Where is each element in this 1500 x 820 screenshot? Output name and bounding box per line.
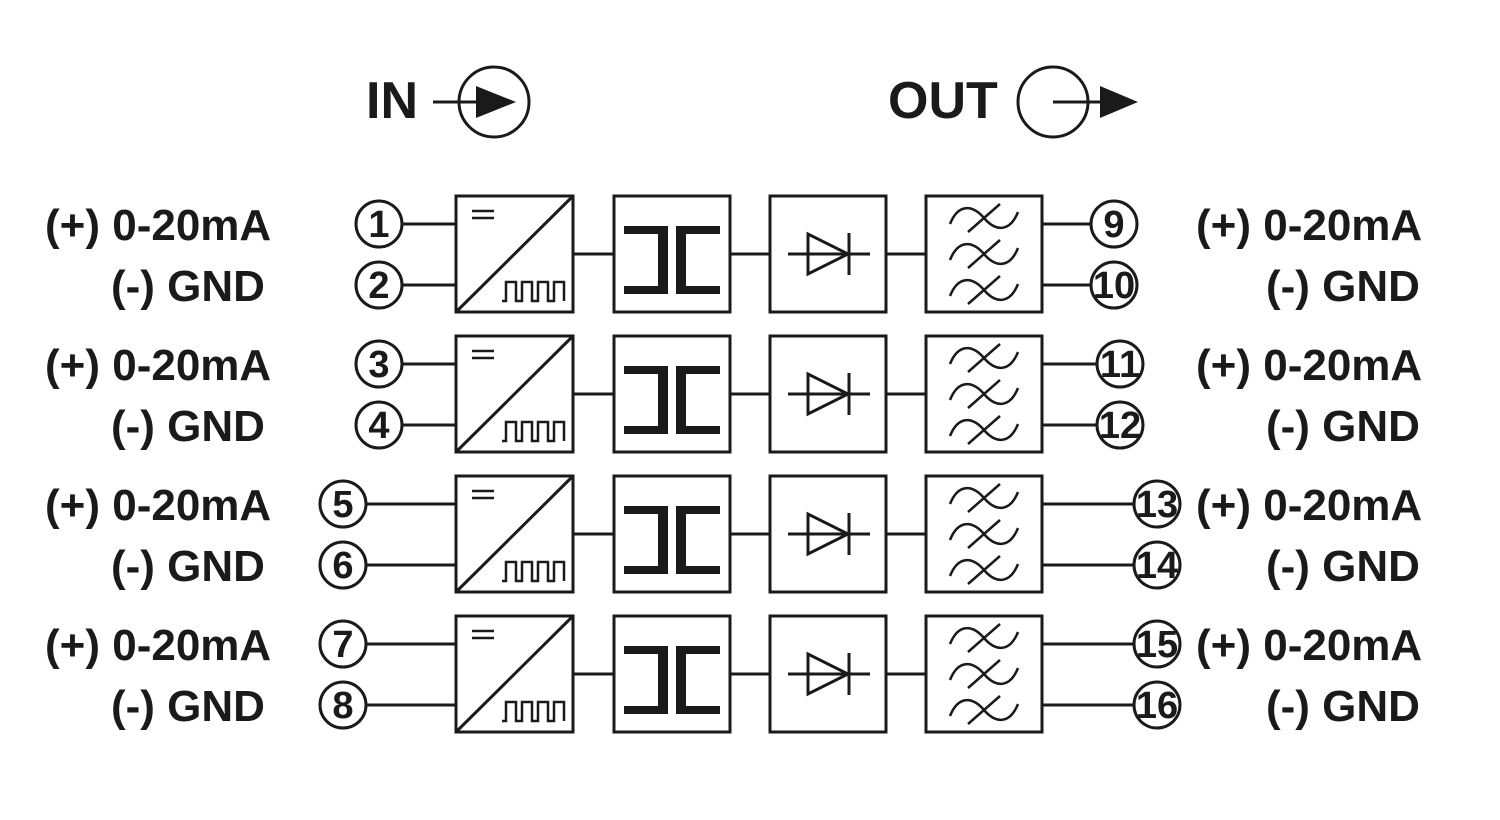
terminal-number: 6 [332, 545, 353, 587]
input-positive-label: (+) 0-20mA [45, 621, 271, 670]
input-header: IN [366, 65, 531, 139]
terminal-number: 16 [1136, 685, 1178, 727]
low-pass-filter-icon [924, 474, 1044, 594]
terminal-number: 2 [368, 265, 389, 307]
output-positive-label: (+) 0-20mA [1196, 341, 1422, 390]
terminal-number: 4 [368, 405, 389, 447]
in-label: IN [366, 72, 418, 130]
input-ground-label: (-) GND [111, 402, 265, 451]
output-terminal-positive: 9 [1089, 199, 1139, 249]
input-terminal-ground: 8 [318, 680, 368, 730]
output-terminal-positive: 15 [1132, 619, 1182, 669]
transformer-isolation-icon [612, 194, 732, 314]
channel-row: (+) 0-20mA (-) GND 5 6 13 14 (+) 0-20mA (-) GND [45, 474, 1422, 594]
input-positive-label: (+) 0-20mA [45, 201, 271, 250]
output-arrow-icon [1016, 65, 1138, 139]
transformer-isolation-icon [612, 334, 732, 454]
terminal-number: 14 [1136, 545, 1178, 587]
terminal-number: 11 [1100, 344, 1140, 386]
output-ground-label: (-) GND [1266, 682, 1420, 731]
terminal-number: 9 [1103, 204, 1124, 246]
output-terminal-ground: 16 [1132, 680, 1182, 730]
output-terminal-positive: 11 [1095, 339, 1145, 389]
terminal-number: 10 [1093, 265, 1135, 307]
low-pass-filter-icon [924, 194, 1044, 314]
input-ground-label: (-) GND [111, 682, 265, 731]
terminal-number: 7 [332, 624, 353, 666]
terminal-number: 1 [368, 204, 389, 246]
output-ground-label: (-) GND [1266, 402, 1420, 451]
input-terminal-positive: 1 [354, 199, 404, 249]
input-terminal-ground: 2 [354, 260, 404, 310]
terminal-number: 5 [332, 484, 353, 526]
dc-to-pulse-converter-icon [454, 194, 575, 314]
output-terminal-ground: 14 [1132, 540, 1182, 590]
dc-to-pulse-converter-icon [454, 614, 575, 734]
terminal-number: 3 [368, 344, 389, 386]
output-positive-label: (+) 0-20mA [1196, 621, 1422, 670]
rectifier-diode-icon [768, 334, 888, 454]
output-positive-label: (+) 0-20mA [1196, 481, 1422, 530]
input-terminal-positive: 3 [354, 339, 404, 389]
low-pass-filter-icon [924, 334, 1044, 454]
input-ground-label: (-) GND [111, 262, 265, 311]
input-positive-label: (+) 0-20mA [45, 481, 271, 530]
input-terminal-positive: 5 [318, 479, 368, 529]
rectifier-diode-icon [768, 614, 888, 734]
dc-to-pulse-converter-icon [454, 334, 575, 454]
input-terminal-ground: 4 [354, 400, 404, 450]
output-terminal-positive: 13 [1132, 479, 1182, 529]
terminal-number: 8 [332, 685, 353, 727]
terminal-number: 13 [1136, 484, 1178, 526]
output-header: OUT [888, 65, 1138, 139]
output-positive-label: (+) 0-20mA [1196, 201, 1422, 250]
rectifier-diode-icon [768, 194, 888, 314]
transformer-isolation-icon [612, 614, 732, 734]
output-terminal-ground: 10 [1089, 260, 1139, 310]
terminal-number: 12 [1099, 405, 1141, 447]
low-pass-filter-icon [924, 614, 1044, 734]
output-ground-label: (-) GND [1266, 262, 1420, 311]
out-label: OUT [888, 72, 998, 130]
channel-row: (+) 0-20mA (-) GND 1 2 9 10 (+) 0-20mA (-) GND [45, 194, 1422, 314]
input-arrow-icon [433, 65, 531, 139]
channel-row: (+) 0-20mA (-) GND 7 8 15 16 (+) 0-20mA (-) GND [45, 614, 1422, 734]
output-terminal-ground: 12 [1095, 400, 1145, 450]
input-terminal-ground: 6 [318, 540, 368, 590]
input-ground-label: (-) GND [111, 542, 265, 591]
dc-to-pulse-converter-icon [454, 474, 575, 594]
output-ground-label: (-) GND [1266, 542, 1420, 591]
input-positive-label: (+) 0-20mA [45, 341, 271, 390]
transformer-isolation-icon [612, 474, 732, 594]
input-terminal-positive: 7 [318, 619, 368, 669]
terminal-number: 15 [1136, 624, 1178, 666]
rectifier-diode-icon [768, 474, 888, 594]
channel-row: (+) 0-20mA (-) GND 3 4 11 12 (+) 0-20mA (-) GND [45, 334, 1422, 454]
